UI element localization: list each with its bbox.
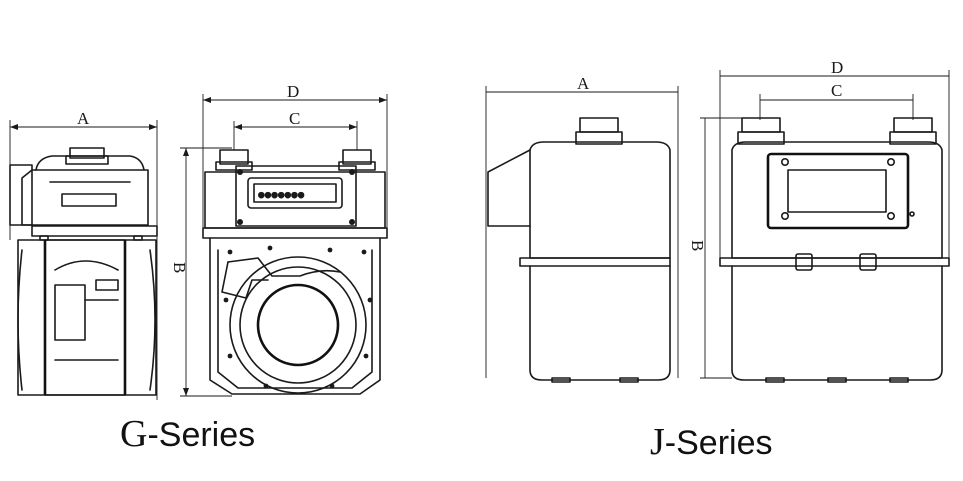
g-series-caption: G-Series: [120, 412, 255, 456]
g-side-dim-a-label: A: [77, 109, 90, 128]
j-side-dim-a-label: A: [577, 74, 590, 93]
g-series-front-view: D C B ●●●●●●●: [170, 82, 388, 397]
j-series-caption: J-Series: [650, 420, 773, 464]
g-series-caption-letter: G: [120, 413, 148, 455]
g-front-dim-d-label: D: [287, 82, 299, 101]
j-series-caption-text: -Series: [664, 424, 773, 462]
j-front-dim-d-label: D: [831, 58, 843, 77]
j-series-side-view: A: [485, 74, 679, 383]
g-front-dim-b-label: B: [170, 262, 189, 273]
g-series-caption-text: -Series: [147, 416, 256, 454]
g-series-side-view: A: [9, 109, 158, 400]
g-counter-digits-icon: ●●●●●●●: [258, 188, 305, 201]
j-series-caption-letter: J: [650, 421, 665, 463]
j-front-dim-b-label: B: [688, 240, 707, 251]
g-front-dim-c-label: C: [289, 109, 300, 128]
j-front-dim-c-label: C: [831, 81, 842, 100]
j-series-front-view: D C B: [688, 58, 950, 383]
